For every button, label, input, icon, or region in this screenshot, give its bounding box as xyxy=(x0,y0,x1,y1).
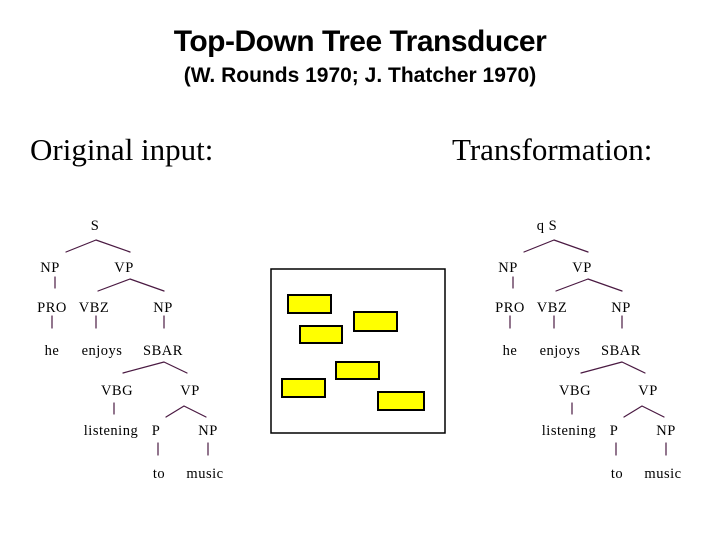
left-tree-leaf-enjoys: enjoys xyxy=(82,343,123,359)
left-tree-leaf-music: music xyxy=(186,466,223,482)
left-tree-node-p: P xyxy=(152,423,161,439)
right-tree-node-np3: NP xyxy=(656,423,676,439)
rule-card-4 xyxy=(335,361,380,380)
left-tree-edge-sbar-children xyxy=(122,361,188,374)
right-tree-node-vbz: VBZ xyxy=(537,300,568,316)
left-tree-leaf-to: to xyxy=(153,466,165,482)
slide-subtitle: (W. Rounds 1970; J. Thatcher 1970) xyxy=(183,64,537,87)
rule-card-3 xyxy=(299,325,343,344)
right-tree-leaf-enjoys: enjoys xyxy=(540,343,581,359)
right-tree-node-vp1: VP xyxy=(572,260,592,276)
right-tree-leaf-to: to xyxy=(611,466,623,482)
right-tree-node-sbar: SBAR xyxy=(601,343,641,359)
left-tree-node-vp2: VP xyxy=(180,383,200,399)
left-tree-node-vbg: VBG xyxy=(101,383,133,399)
left-tree-edge-vp-children xyxy=(97,278,165,292)
rule-card-6 xyxy=(377,391,425,411)
left-tree-node-s: S xyxy=(91,218,100,234)
right-tree-leaf-listening: listening xyxy=(542,423,596,439)
right-tree-edge-vp2-children xyxy=(623,405,665,418)
right-tree: q S NP VP PRO VBZ NP he enjoys SBAR VBG … xyxy=(495,218,681,482)
rule-card-5 xyxy=(281,378,326,398)
left-tree-node-np1: NP xyxy=(40,260,60,276)
right-tree-edge-vp-children xyxy=(555,278,623,292)
transformation-heading: Transformation: xyxy=(452,132,653,167)
left-tree-node-vbz: VBZ xyxy=(79,300,110,316)
right-tree-node-p: P xyxy=(610,423,619,439)
right-tree-edge-sbar-children xyxy=(580,361,646,374)
right-tree-leaf-music: music xyxy=(644,466,681,482)
right-tree-node-np1: NP xyxy=(498,260,518,276)
right-tree-node-vbg: VBG xyxy=(559,383,591,399)
left-tree-node-vp1: VP xyxy=(114,260,134,276)
right-tree-node-np2: NP xyxy=(611,300,631,316)
left-tree-leaf-listening: listening xyxy=(84,423,138,439)
left-tree-edge-s-children xyxy=(65,239,131,253)
rule-card-1 xyxy=(287,294,332,314)
right-tree-node-vp2: VP xyxy=(638,383,658,399)
right-tree-node-qs: q S xyxy=(537,218,557,234)
left-tree: S NP VP PRO VBZ NP he enjoys SBAR VBG VP… xyxy=(37,218,223,482)
right-tree-leaf-he: he xyxy=(503,343,518,359)
left-tree-node-np3: NP xyxy=(198,423,218,439)
left-tree-leaf-he: he xyxy=(45,343,60,359)
transducer-rule-box-group xyxy=(270,268,446,434)
left-tree-node-sbar: SBAR xyxy=(143,343,183,359)
original-input-heading: Original input: xyxy=(30,132,214,167)
left-tree-node-pro: PRO xyxy=(37,300,67,316)
right-tree-node-pro: PRO xyxy=(495,300,525,316)
left-tree-edge-vp2-children xyxy=(165,405,207,418)
right-tree-edge-s-children xyxy=(523,239,589,253)
left-tree-node-np2: NP xyxy=(153,300,173,316)
slide-title: Top-Down Tree Transducer xyxy=(173,25,547,58)
rule-card-2 xyxy=(353,311,398,332)
